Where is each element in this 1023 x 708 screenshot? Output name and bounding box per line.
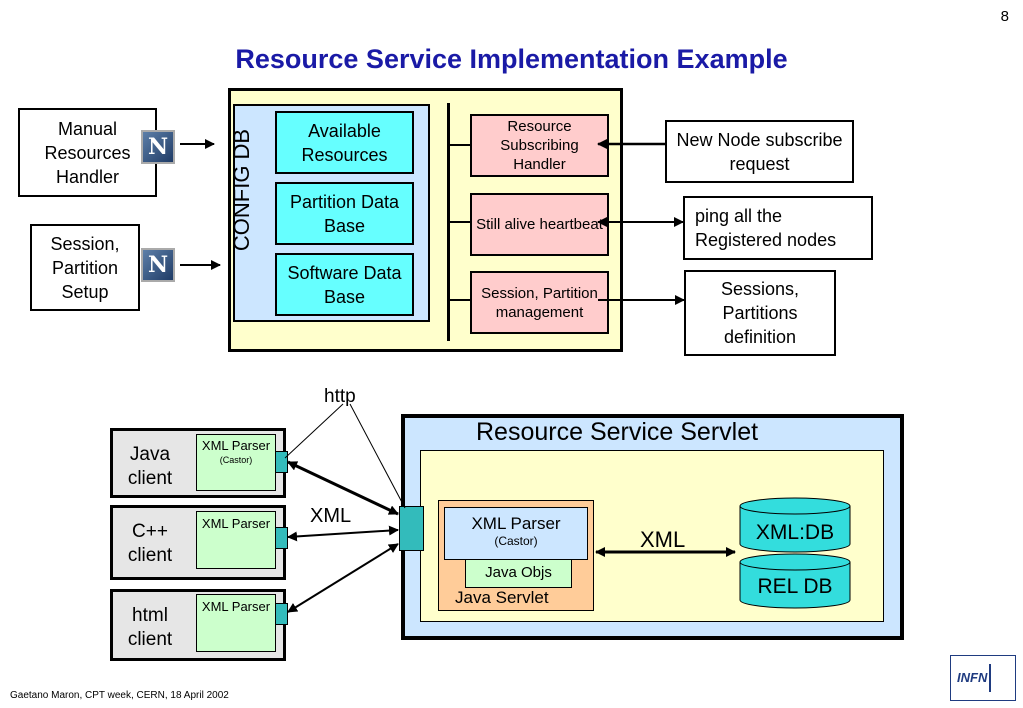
software-data-base-box: Software Data Base xyxy=(275,253,414,316)
java-client-label: Java client xyxy=(127,444,173,489)
html-client-xml-parser: XML Parser xyxy=(196,594,276,652)
java-objs-box: Java Objs xyxy=(465,556,572,588)
ping-nodes-box: ping all the Registered nodes xyxy=(683,196,873,260)
still-alive-heartbeat-box: Still alive heartbeat xyxy=(470,193,609,256)
html-client-label: html client xyxy=(127,605,173,650)
session-partition-setup-box: Session, Partition Setup xyxy=(30,224,140,311)
infn-logo: INFN xyxy=(950,655,1016,701)
sessions-partitions-definition-box: Sessions, Partitions definition xyxy=(684,270,836,356)
footer-text: Gaetano Maron, CPT week, CERN, 18 April … xyxy=(10,690,229,701)
http-label: http xyxy=(324,386,356,407)
cpp-client-label: C++ client xyxy=(127,521,173,566)
netscape-icon: N xyxy=(141,248,175,282)
netscape-icon: N xyxy=(141,130,175,164)
arrow-java-client xyxy=(287,460,399,516)
arrow-cpp-client xyxy=(287,525,399,542)
arrow-html-client xyxy=(287,543,399,613)
page-title: Resource Service Implementation Example xyxy=(235,44,788,74)
cpp-client-xml-parser: XML Parser xyxy=(196,511,276,569)
rel-db-cylinder xyxy=(739,553,851,609)
html-client-connector xyxy=(275,603,288,625)
page-number: 8 xyxy=(1000,8,1009,25)
servlet-xml-parser-box: XML Parser (Castor) xyxy=(444,507,588,560)
available-resources-box: Available Resources xyxy=(275,111,414,174)
servlet-connector xyxy=(399,506,424,551)
http-line xyxy=(349,403,406,509)
manual-resources-handler-box: Manual Resources Handler xyxy=(18,108,157,197)
xml-db-label: XML:DB xyxy=(755,521,835,544)
resource-subscribing-handler-box: Resource Subscribing Handler xyxy=(470,114,609,177)
partition-data-base-box: Partition Data Base xyxy=(275,182,414,245)
servlet-title: Resource Service Servlet xyxy=(476,418,759,446)
http-line xyxy=(284,403,344,459)
session-partition-management-box: Session, Partition management xyxy=(470,271,609,334)
new-node-request-box: New Node subscribe request xyxy=(665,120,854,183)
xml-db-cylinder xyxy=(739,497,851,553)
rel-db-label: REL DB xyxy=(757,575,833,598)
java-servlet-label: Java Servlet xyxy=(455,588,549,607)
bus-line xyxy=(447,103,450,341)
